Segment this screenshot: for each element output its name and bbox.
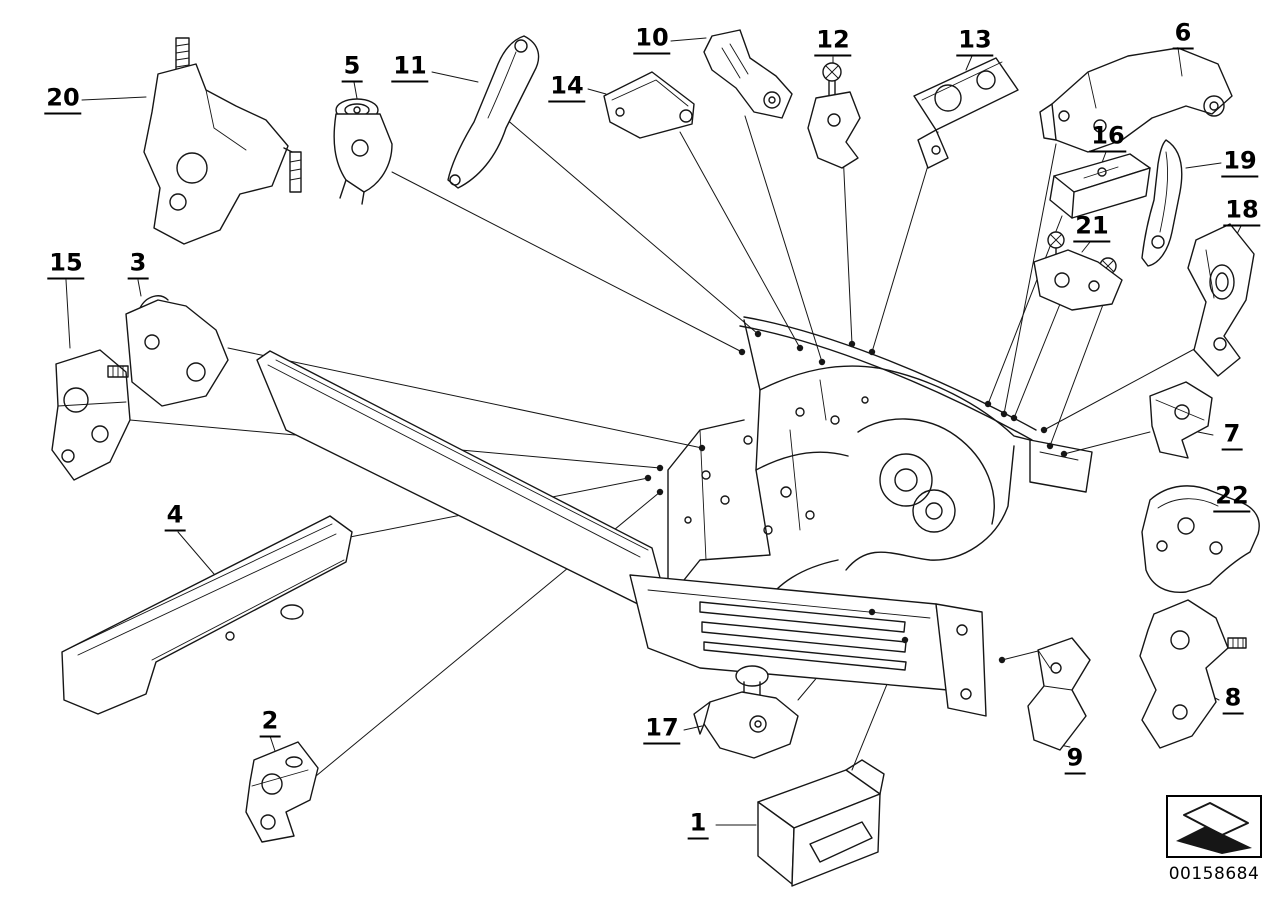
footnote-arrow-box bbox=[1166, 795, 1262, 858]
callout-22[interactable]: 22 bbox=[1213, 484, 1251, 513]
part-3-drawing bbox=[107, 295, 229, 407]
callout-3[interactable]: 3 bbox=[127, 251, 149, 280]
part-10-drawing bbox=[703, 29, 793, 119]
callout-8[interactable]: 8 bbox=[1222, 686, 1244, 715]
part-8-drawing bbox=[1139, 599, 1247, 749]
part-4-drawing bbox=[61, 515, 353, 715]
part-19-drawing bbox=[1141, 139, 1183, 267]
callout-18[interactable]: 18 bbox=[1223, 198, 1261, 227]
part-13-drawing bbox=[913, 57, 1019, 169]
part-7-drawing bbox=[1149, 381, 1213, 459]
part-14-drawing bbox=[603, 71, 695, 139]
callout-21[interactable]: 21 bbox=[1073, 214, 1111, 243]
part-16-drawing bbox=[1049, 153, 1151, 219]
part-1-drawing bbox=[757, 759, 885, 887]
image-number: 00158684 bbox=[1168, 864, 1260, 884]
diagonal-arrow-icon bbox=[1176, 802, 1252, 854]
part-18-drawing bbox=[1187, 223, 1255, 377]
callout-12[interactable]: 12 bbox=[814, 28, 852, 57]
callout-19[interactable]: 19 bbox=[1221, 149, 1259, 178]
callout-10[interactable]: 10 bbox=[633, 26, 671, 55]
callout-1[interactable]: 1 bbox=[687, 811, 709, 840]
callout-7[interactable]: 7 bbox=[1221, 422, 1243, 451]
callout-15[interactable]: 15 bbox=[47, 251, 85, 280]
callout-14[interactable]: 14 bbox=[548, 74, 586, 103]
part-11-drawing bbox=[447, 35, 540, 189]
callout-13[interactable]: 13 bbox=[956, 28, 994, 57]
part-2-drawing bbox=[245, 741, 319, 843]
callout-9[interactable]: 9 bbox=[1064, 746, 1086, 775]
part-15-drawing bbox=[51, 349, 131, 481]
part-21-drawing bbox=[1033, 231, 1123, 311]
callout-11[interactable]: 11 bbox=[391, 54, 429, 83]
callout-16[interactable]: 16 bbox=[1089, 124, 1127, 153]
callout-17[interactable]: 17 bbox=[643, 716, 681, 745]
callout-20[interactable]: 20 bbox=[44, 86, 82, 115]
main-assembly-drawing bbox=[256, 316, 1093, 717]
callout-4[interactable]: 4 bbox=[164, 503, 186, 532]
part-22-drawing bbox=[1141, 485, 1260, 593]
callout-5[interactable]: 5 bbox=[341, 54, 363, 83]
part-5-drawing bbox=[333, 98, 393, 205]
part-12-drawing bbox=[807, 62, 861, 169]
callout-2[interactable]: 2 bbox=[259, 709, 281, 738]
part-17-drawing bbox=[693, 665, 799, 759]
part-20-drawing bbox=[143, 37, 302, 245]
part-9-drawing bbox=[1027, 637, 1091, 751]
callout-6[interactable]: 6 bbox=[1172, 21, 1194, 50]
part-6-drawing bbox=[1039, 47, 1233, 153]
